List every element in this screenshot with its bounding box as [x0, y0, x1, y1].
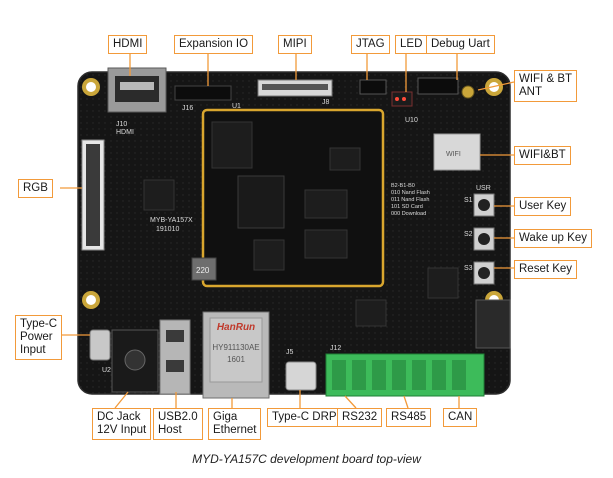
silk-j5: J5 — [286, 349, 294, 356]
antenna-connector — [461, 85, 475, 99]
silk-hdmi: HDMI — [116, 129, 134, 136]
chip-model: HY911130AE — [212, 343, 259, 352]
callout-dc-jack: DC Jack 12V Input — [92, 408, 152, 440]
callout-rs485: RS485 — [386, 408, 432, 427]
silk-s3: S3 — [464, 265, 473, 272]
leader-lines — [60, 52, 515, 409]
led-group — [391, 91, 413, 107]
callout-user-key: User Key — [514, 197, 572, 216]
silk-u10: U10 — [405, 117, 418, 124]
silk-s2: S2 — [464, 231, 473, 238]
silk-j12: J12 — [330, 345, 341, 352]
chip-code: 1601 — [227, 355, 245, 364]
svg-text:101 SD Card: 101 SD Card — [391, 204, 423, 210]
svg-text:011 Nand Flash: 011 Nand Flash — [391, 197, 429, 203]
silk-j10: J10 — [116, 121, 127, 128]
callout-wakeup-key: Wake up Key — [514, 229, 592, 248]
silk-wifi-module: WIFI — [446, 151, 461, 158]
svg-text:B2-B1-B0: B2-B1-B0 — [391, 183, 415, 189]
silk-j16: J16 — [182, 105, 193, 112]
callout-wifi-bt: WIFI&BT — [514, 146, 571, 165]
callout-can: CAN — [443, 408, 478, 427]
terminal-block — [325, 353, 485, 397]
callout-wifi-bt-ant: WIFI & BT ANT — [514, 70, 578, 102]
jtag-header — [359, 79, 387, 95]
callout-usb-host: USB2.0 Host — [153, 408, 203, 440]
buttons — [473, 193, 495, 285]
type-c-power-port — [89, 329, 111, 361]
callout-debug-uart: Debug Uart — [426, 35, 495, 54]
debug-uart-header — [417, 77, 459, 95]
callout-hdmi: HDMI — [108, 35, 148, 54]
silk-u1: U1 — [232, 103, 241, 110]
silk-board-id: MYB-YA157X — [150, 217, 193, 224]
callout-jtag: JTAG — [351, 35, 390, 54]
silk-s1: S1 — [464, 197, 473, 204]
callout-reset-key: Reset Key — [514, 260, 578, 279]
callout-type-c-drp: Type-C DRP — [267, 408, 342, 427]
callout-type-c-power: Type-C Power Input — [15, 315, 63, 360]
svg-text:000 Download: 000 Download — [391, 211, 426, 217]
expansion-io-header — [174, 85, 232, 101]
silk-boot-table: B2-B1-B0 010 Nand Flash 011 Nand Flash 1… — [391, 183, 430, 217]
figure-caption: MYD-YA157C development board top-view — [192, 452, 421, 466]
silk-j8: J8 — [322, 99, 330, 106]
type-c-drp-port — [285, 361, 317, 391]
silk-usr: USR — [476, 185, 491, 192]
wifi-bt-module — [433, 133, 481, 171]
silk-board-rev: 191010 — [156, 226, 179, 233]
callout-led: LED — [395, 35, 428, 54]
silk-inductor: 220 — [196, 266, 210, 275]
callout-expansion-io: Expansion IO — [174, 35, 254, 54]
callout-mipi: MIPI — [278, 35, 312, 54]
callout-rs232: RS232 — [337, 408, 383, 427]
silk-u2: U2 — [102, 367, 111, 374]
chip-logo: HanRun — [217, 322, 255, 333]
svg-text:010 Nand Flash: 010 Nand Flash — [391, 190, 430, 196]
callout-giga-ethernet: Giga Ethernet — [208, 408, 262, 440]
callout-rgb: RGB — [18, 179, 53, 198]
